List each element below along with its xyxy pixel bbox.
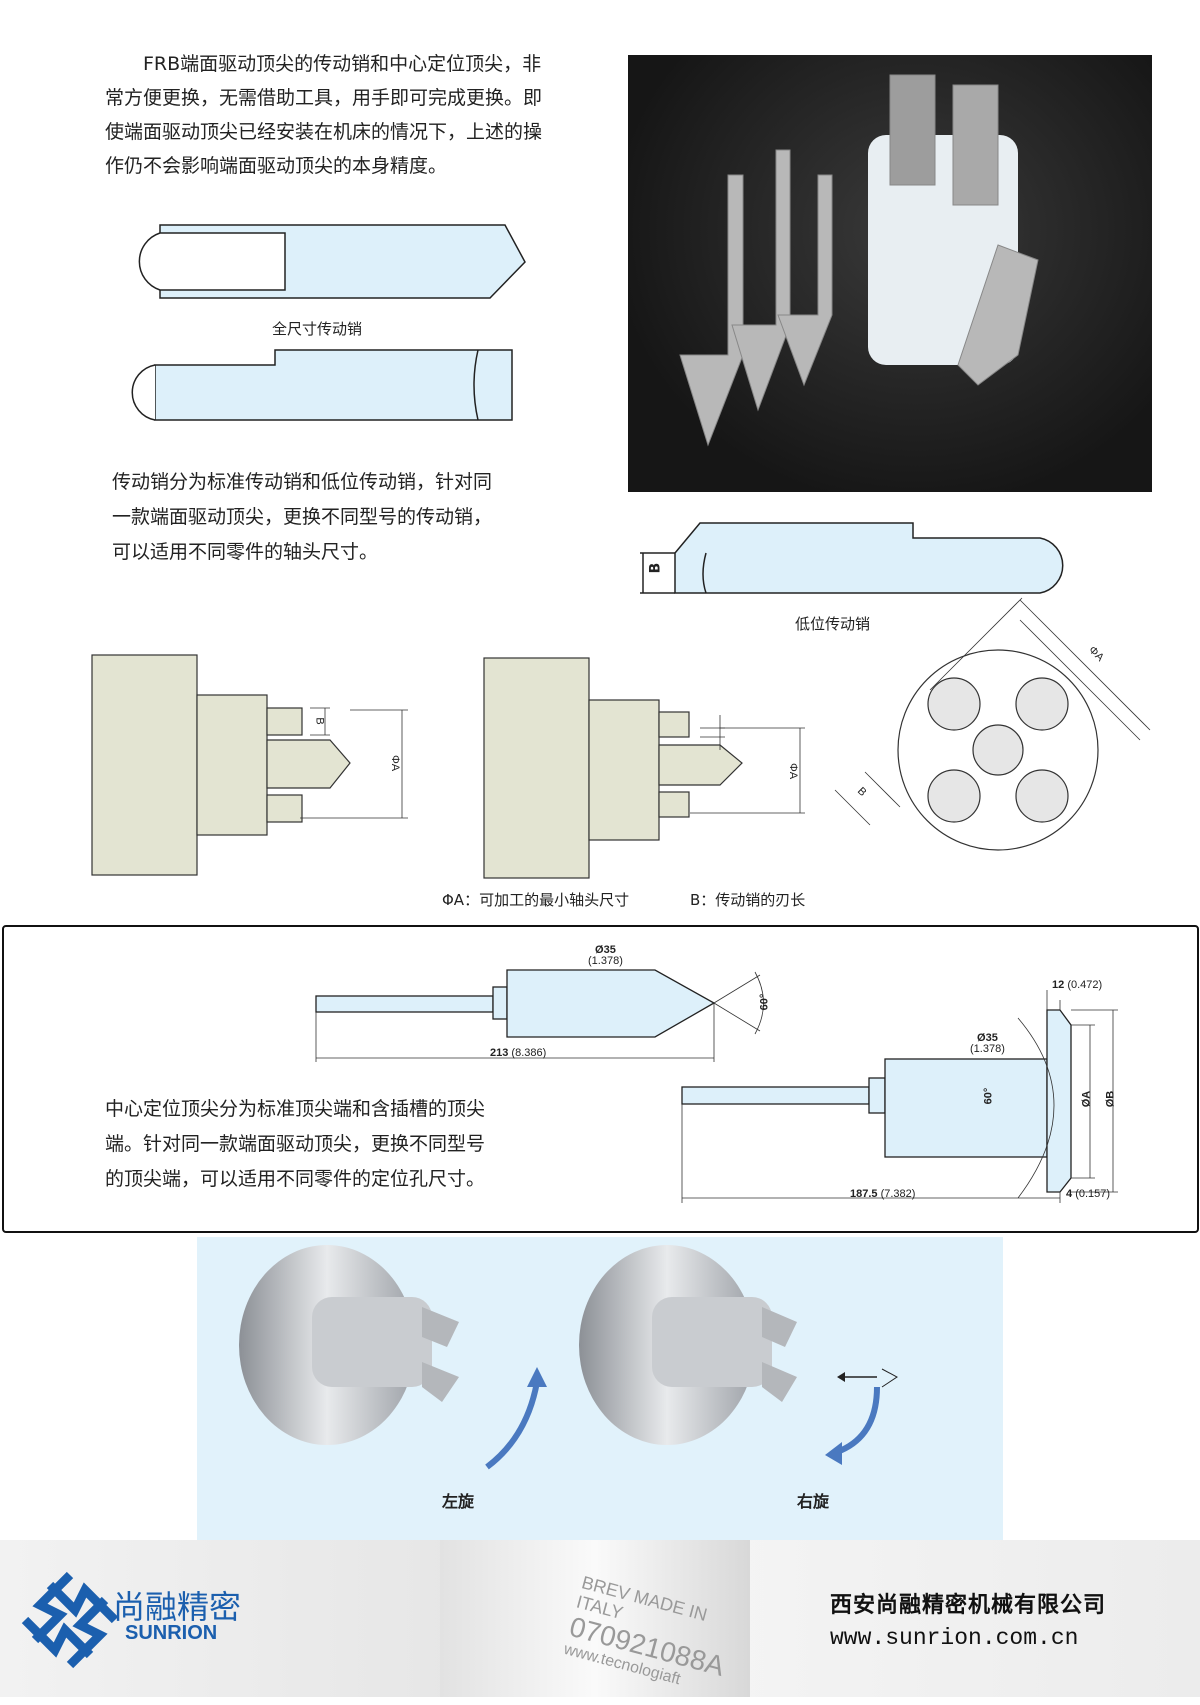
dim-value: Ø35 [977,1032,998,1044]
caption-dim-a: ΦA：可加工的最小轴头尺寸 [442,891,630,909]
intro-paragraph: FRB端面驱动顶尖的传动销和中心定位顶尖，非 常方便更换，无需借助工具，用手即可… [105,47,585,183]
diameter-label-1: Ø35(1.378) [588,945,623,967]
angle-label-2: 60° [982,1087,995,1105]
desc-line: 传动销分为标准传动销和低位传动销，针对同 [112,471,493,493]
dim-inch: (8.386) [511,1047,547,1059]
dim-value: 12 [1052,979,1065,991]
product-photo [628,55,1152,492]
center-point-description: 中心定位顶尖分为标准顶尖端和含插槽的顶尖 端。针对同一款端面驱动顶尖，更换不同型… [105,1092,555,1197]
left-rotation-label: 左旋 [442,1492,475,1511]
caption-dim-b: B：传动销的刃长 [690,891,806,909]
desc-line: 中心定位顶尖分为标准顶尖端和含插槽的顶尖 [105,1098,486,1120]
pin-drawings [131,224,1064,594]
front-view [834,597,1151,851]
dim-inch: (0.157) [1075,1188,1111,1200]
eye-icon [881,1368,898,1388]
sunrion-logo-icon [21,1571,119,1669]
photo-engraving: BREV MADE IN ITALY 070921088A www.tecnol… [562,1572,759,1705]
footer-photo: BREV MADE IN ITALY 070921088A www.tecnol… [440,1540,750,1697]
brand-name-en: SUNRION [125,1622,218,1644]
low-position-pin [674,522,1064,594]
dim-inch: (0.472) [1067,979,1103,991]
driver-left [239,1245,547,1470]
full-size-pin-label: 全尺寸传动销 [272,320,363,338]
driver-diagrams [91,597,1151,879]
desc-line: 的顶尖端，可以适用不同零件的定位孔尺寸。 [105,1168,486,1190]
width-label-4: 4 (0.157) [1066,1188,1110,1200]
dim-inch: (1.378) [970,1043,1005,1055]
low-pin-label: 低位传动销 [795,615,871,633]
pins-photo-illustration [679,74,1039,447]
dim-value: Ø35 [595,944,616,956]
length-label-2: 187.5 (7.382) [850,1188,915,1200]
dim-oa-label: ØA [1080,1090,1093,1108]
dim-ob-label: ØB [1104,1090,1117,1108]
center-point-drawings [315,969,1118,1203]
right-rotation-label: 右旋 [797,1492,830,1511]
desc-line: 可以适用不同零件的轴头尺寸。 [112,541,379,563]
dim-value: 4 [1066,1188,1073,1200]
website-link[interactable]: www.sunrion.com.cn [830,1625,1079,1651]
slotted-center-point [884,1058,1048,1158]
driver-right [579,1245,898,1465]
center-point-section [2,925,1199,1233]
intro-line: 作仍不会影响端面驱动顶尖的本身精度。 [105,155,448,177]
pins-description: 传动销分为标准传动销和低位传动销，针对同 一款端面驱动顶尖，更换不同型号的传动销… [112,465,552,570]
standard-center-point [506,969,716,1038]
brand-name-cn: 尚融精密 [113,1588,242,1626]
rotation-illustration [239,1245,898,1470]
dim-inch: (1.378) [588,955,623,967]
intro-line: 使端面驱动顶尖已经安装在机床的情况下，上述的操 [105,121,543,143]
footer: BREV MADE IN ITALY 070921088A www.tecnol… [0,1540,1200,1697]
dim-value: 187.5 [850,1188,878,1200]
diameter-label-2: Ø35(1.378) [970,1033,1005,1055]
length-label-1: 213 (8.386) [490,1047,546,1059]
dim-inch: (7.382) [880,1188,916,1200]
desc-line: 端。针对同一款端面驱动顶尖，更换不同型号 [105,1133,486,1155]
intro-line: 常方便更换，无需借助工具，用手即可完成更换。即 [105,87,543,109]
company-name: 西安尚融精密机械有限公司 [830,1592,1107,1618]
width-label-12: 12 (0.472) [1052,979,1102,991]
rotation-panel: 左旋 右旋 [197,1237,1003,1540]
intro-line: FRB端面驱动顶尖的传动销和中心定位顶尖，非 [105,53,542,75]
desc-line: 一款端面驱动顶尖，更换不同型号的传动销， [112,506,493,528]
dim-value: 213 [490,1047,509,1059]
angle-label-1: 60° [758,993,771,1011]
